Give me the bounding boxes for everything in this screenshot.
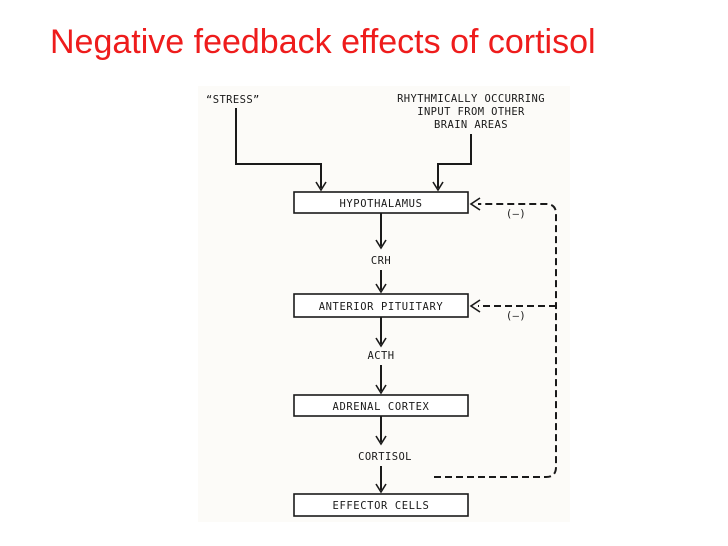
crh-label: CRH [371, 255, 391, 267]
rhythmic-input-label-line1: RHYTHMICALLY OCCURRING [397, 93, 545, 105]
rhythmic-input-label-line3: BRAIN AREAS [434, 119, 508, 131]
diagram-canvas: “STRESS” RHYTHMICALLY OCCURRING INPUT FR… [206, 93, 557, 517]
hpa-axis-diagram: “STRESS” RHYTHMICALLY OCCURRING INPUT FR… [198, 86, 570, 522]
stress-input-label: “STRESS” [206, 94, 260, 106]
adrenal-arrowhead [375, 384, 387, 395]
rhythmic-input-line [437, 134, 472, 188]
acth-arrowhead [375, 337, 387, 348]
stress-arrowhead [315, 181, 327, 192]
effector-arrowhead [375, 483, 387, 494]
feedback-arrowhead-hypothalamus [469, 197, 481, 211]
acth-label: ACTH [368, 350, 395, 362]
effector-cells-label: EFFECTOR CELLS [333, 500, 430, 512]
rhythmic-input-label-line2: INPUT FROM OTHER [417, 106, 525, 118]
effector-cells-box [293, 493, 469, 517]
stress-input-line [235, 108, 322, 188]
cortisol-label: CORTISOL [358, 451, 412, 463]
feedback-sign-hypothalamus: (–) [506, 208, 526, 220]
cortisol-arrowhead [375, 435, 387, 446]
pituitary-arrowhead [375, 283, 387, 294]
page-title: Negative feedback effects of cortisol [50, 23, 596, 61]
crh-arrowhead [375, 239, 387, 250]
hypothalamus-label: HYPOTHALAMUS [339, 198, 422, 210]
adrenal-cortex-label: ADRENAL CORTEX [333, 401, 430, 413]
feedback-arrowhead-pituitary [469, 299, 481, 313]
feedback-loop-dashed [434, 203, 557, 478]
rhythmic-arrowhead [432, 181, 444, 192]
anterior-pituitary-label: ANTERIOR PITUITARY [319, 301, 444, 313]
feedback-sign-pituitary: (–) [506, 310, 526, 322]
